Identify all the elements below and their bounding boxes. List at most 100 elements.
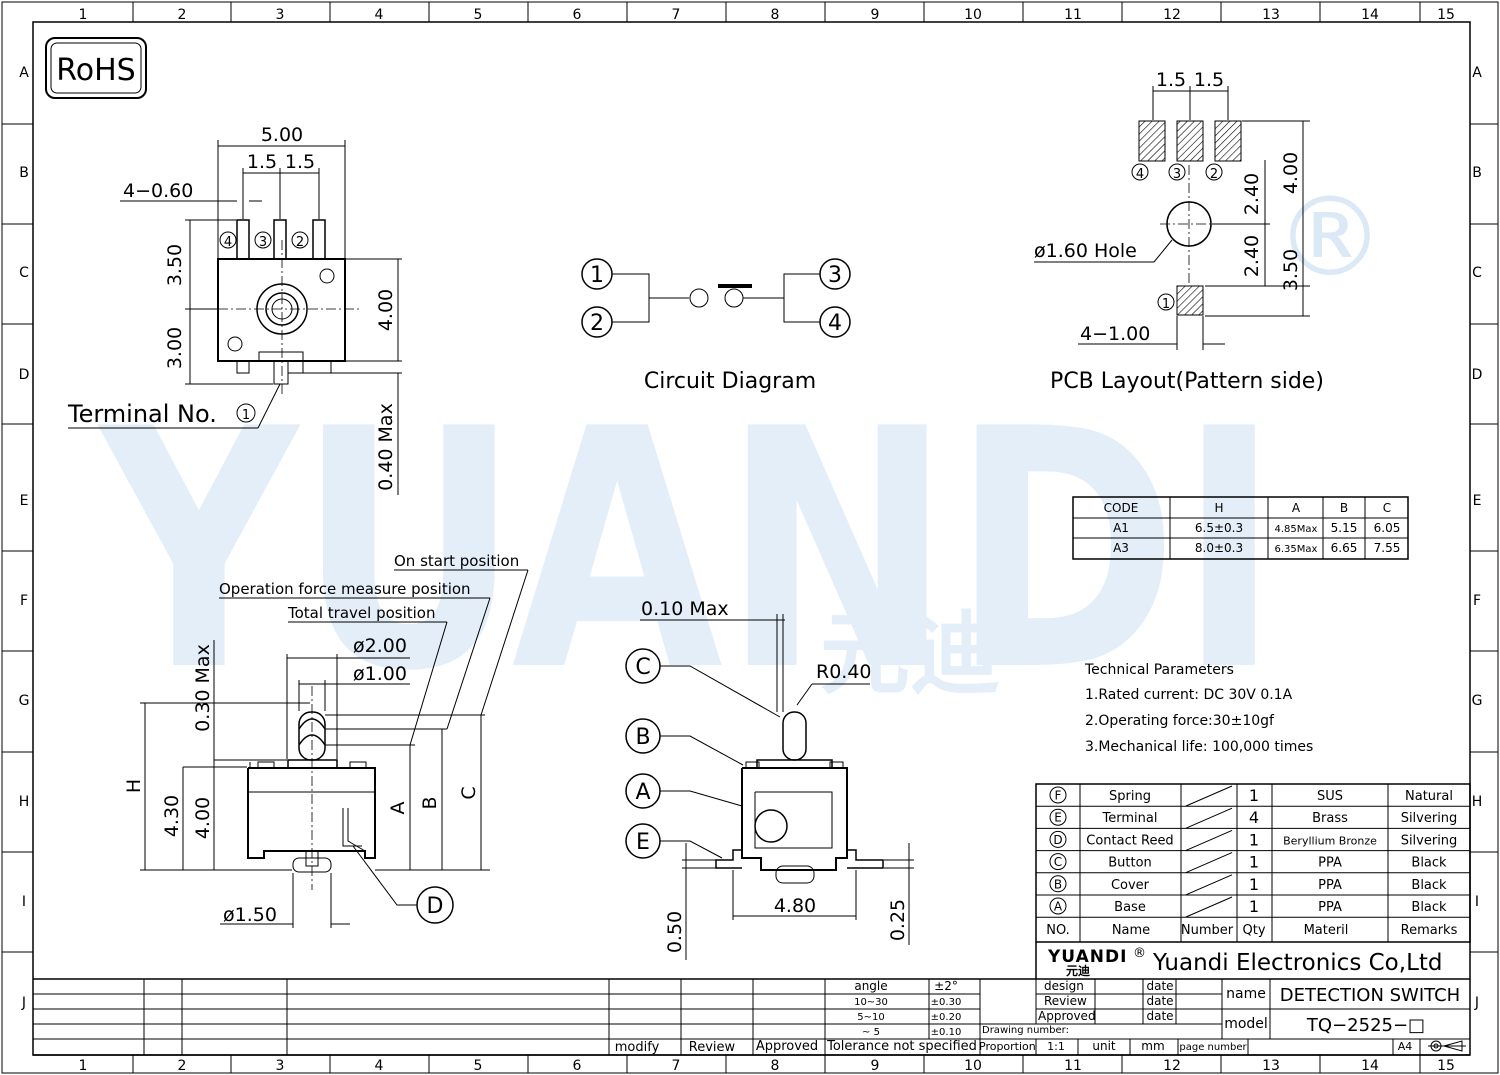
dim-pitch-2: 1.5 — [285, 151, 315, 173]
row-label: F — [20, 593, 28, 609]
dim-a: A — [387, 802, 409, 815]
watermark: YUANDI 元迪 ® — [96, 173, 1385, 743]
circuit-title: Circuit Diagram — [644, 369, 816, 394]
row-label: J — [21, 995, 26, 1011]
dim-bottom: 0.40 Max — [375, 403, 397, 491]
column-label: 11 — [1064, 7, 1082, 23]
on-start-label: On start position — [394, 552, 519, 570]
row-label: A — [19, 65, 29, 81]
front-view: 0.10 Max R0.40 C B A E 4.80 0.50 0.25 — [625, 598, 914, 960]
part-d: D — [427, 894, 444, 919]
tolerance-range: 10~30 — [854, 997, 888, 1008]
row-label: J — [1474, 995, 1479, 1011]
dim-pitch-1: 1.5 — [247, 151, 277, 173]
column-label: 4 — [375, 1058, 384, 1074]
row-label: D — [1472, 367, 1483, 383]
tech-item-1: 1.Rated current: DC 30V 0.1A — [1085, 687, 1293, 703]
column-label: 1 — [79, 1058, 88, 1074]
tolerance-value: ±0.10 — [931, 1027, 962, 1038]
logo-mark: ® — [1133, 946, 1146, 961]
column-labels: 1122334455667788991010111112121313141415… — [79, 7, 1455, 1074]
side-view: ø2.00 ø1.00 0.30 Max H 4.30 4.00 A B C O… — [123, 552, 529, 928]
pcb-pin-3: 3 — [1173, 167, 1181, 182]
column-label: 8 — [771, 7, 780, 23]
column-label: 13 — [1262, 1058, 1280, 1074]
column-label: 2 — [178, 7, 187, 23]
dim-width: 5.00 — [261, 124, 303, 146]
column-label: 12 — [1163, 7, 1181, 23]
code-header: A — [1292, 501, 1301, 515]
bom-remark: Silvering — [1401, 833, 1458, 848]
total-travel-label: Total travel position — [287, 604, 436, 622]
bom-header: Qty — [1242, 923, 1265, 938]
pin-2: 2 — [296, 235, 304, 250]
pcb-dim-total-lower: 3.50 — [1280, 249, 1302, 291]
row-label: B — [1472, 165, 1482, 181]
dim-050: 0.50 — [664, 911, 686, 953]
bom-remark: Silvering — [1401, 811, 1458, 826]
code-header: B — [1340, 501, 1348, 515]
tech-item-2: 2.Operating force:30±10gf — [1085, 713, 1275, 729]
tolerance-range: 5~10 — [857, 1012, 884, 1023]
dim-025: 0.25 — [887, 899, 909, 941]
dim-480: 4.80 — [774, 895, 816, 917]
pcb-dim-upper: 2.40 — [1241, 173, 1263, 215]
dim-430: 4.30 — [161, 795, 183, 837]
bom-name: Button — [1108, 856, 1152, 871]
pcb-pad: 4−1.00 — [1080, 323, 1150, 345]
bom-part-id: F — [1055, 789, 1062, 803]
tolerance-value: ±0.30 — [931, 997, 962, 1008]
row-label: D — [19, 367, 30, 383]
pcb-layout: 1.5 1.5 4 3 2 1 2.40 2.40 4.00 3.50 ø1.6… — [1034, 69, 1324, 394]
tolerance-range: ~ 5 — [862, 1027, 880, 1038]
code-header: C — [1383, 501, 1391, 515]
bom-header: Materil — [1304, 923, 1349, 938]
dim-h: H — [123, 779, 145, 793]
part-e: E — [636, 830, 650, 855]
part-a: A — [635, 780, 650, 805]
row-label: E — [1473, 493, 1482, 509]
row-label: F — [1473, 593, 1481, 609]
column-label: 10 — [964, 1058, 982, 1074]
rohs-label: RoHS — [56, 53, 135, 88]
row-label: B — [19, 165, 29, 181]
column-label: 3 — [276, 7, 285, 23]
column-label: 9 — [871, 1058, 880, 1074]
pcb-dim-lower: 2.40 — [1241, 235, 1263, 277]
model-value: TQ−2525−□ — [1306, 1015, 1425, 1036]
bom-material: SUS — [1317, 789, 1343, 804]
modify-label: modify — [615, 1040, 660, 1055]
terminal-label: Terminal No. — [67, 400, 217, 428]
bom-part-id: A — [1054, 900, 1063, 914]
bom-header: Number — [1181, 923, 1234, 938]
bom-qty: 1 — [1249, 853, 1259, 872]
code-cell: 4.85Max — [1275, 524, 1318, 535]
top-view: 5.00 1.5 1.5 4−0.60 3.50 3.00 4.00 0.40 … — [67, 124, 402, 495]
paper-size: A4 — [1398, 1040, 1413, 1053]
logo-sub: 元迪 — [1066, 963, 1090, 978]
code-cell: 6.5±0.3 — [1195, 521, 1243, 535]
drawing-number-label: Drawing number: — [982, 1025, 1069, 1036]
bom-qty: 1 — [1249, 875, 1259, 894]
column-label: 6 — [573, 7, 582, 23]
date-3: date — [1146, 1009, 1173, 1023]
dim-right: 4.00 — [375, 289, 397, 331]
bom-qty: 4 — [1249, 808, 1259, 827]
row-label: G — [1472, 693, 1483, 709]
circuit-pin-1: 1 — [590, 263, 604, 288]
bom-name: Base — [1114, 900, 1146, 915]
row-label: C — [1472, 265, 1482, 281]
logo: YUANDI — [1047, 947, 1127, 967]
column-label: 5 — [474, 1058, 483, 1074]
code-cell: 6.35Max — [1275, 544, 1318, 555]
model-label: model — [1224, 1016, 1268, 1032]
part-b: B — [635, 725, 650, 750]
pin-1: 1 — [242, 408, 250, 423]
column-label: 8 — [771, 1058, 780, 1074]
tolerance-range: angle — [854, 979, 887, 993]
company-name: Yuandi Electronics Co,Ltd — [1152, 950, 1443, 976]
max-010: 0.10 Max — [641, 598, 729, 620]
row-label: H — [19, 794, 30, 810]
column-label: 15 — [1437, 1058, 1455, 1074]
